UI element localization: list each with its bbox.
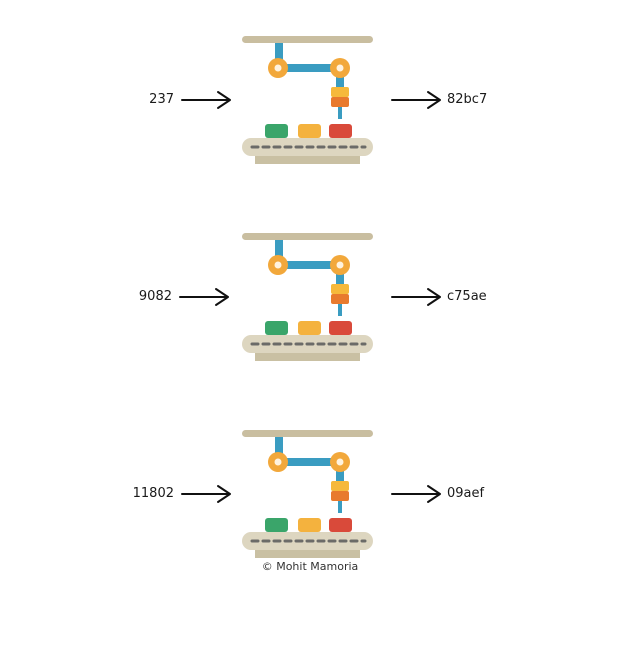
hash-row-1: 237 82bc7	[0, 36, 620, 186]
input-arrow-icon	[181, 485, 231, 503]
hash-machine-icon	[242, 233, 373, 361]
input-value: 11802	[132, 486, 174, 501]
output-arrow-icon	[391, 91, 441, 109]
output-hash: 82bc7	[447, 92, 488, 107]
output-hash: 09aef	[447, 486, 485, 501]
hash-row-2: 9082 c75ae	[0, 233, 620, 383]
hash-machine-icon	[242, 36, 373, 164]
input-value: 237	[149, 92, 174, 107]
output-arrow-icon	[391, 485, 441, 503]
output-arrow-icon	[391, 288, 441, 306]
input-arrow-icon	[181, 91, 231, 109]
input-arrow-icon	[179, 288, 229, 306]
credit-text: © Mohit Mamoria	[261, 560, 359, 573]
input-value: 9082	[138, 289, 172, 304]
hash-row-3: 11802 09aef	[0, 430, 620, 580]
hash-machine-icon	[242, 430, 373, 558]
output-hash: c75ae	[447, 289, 487, 304]
